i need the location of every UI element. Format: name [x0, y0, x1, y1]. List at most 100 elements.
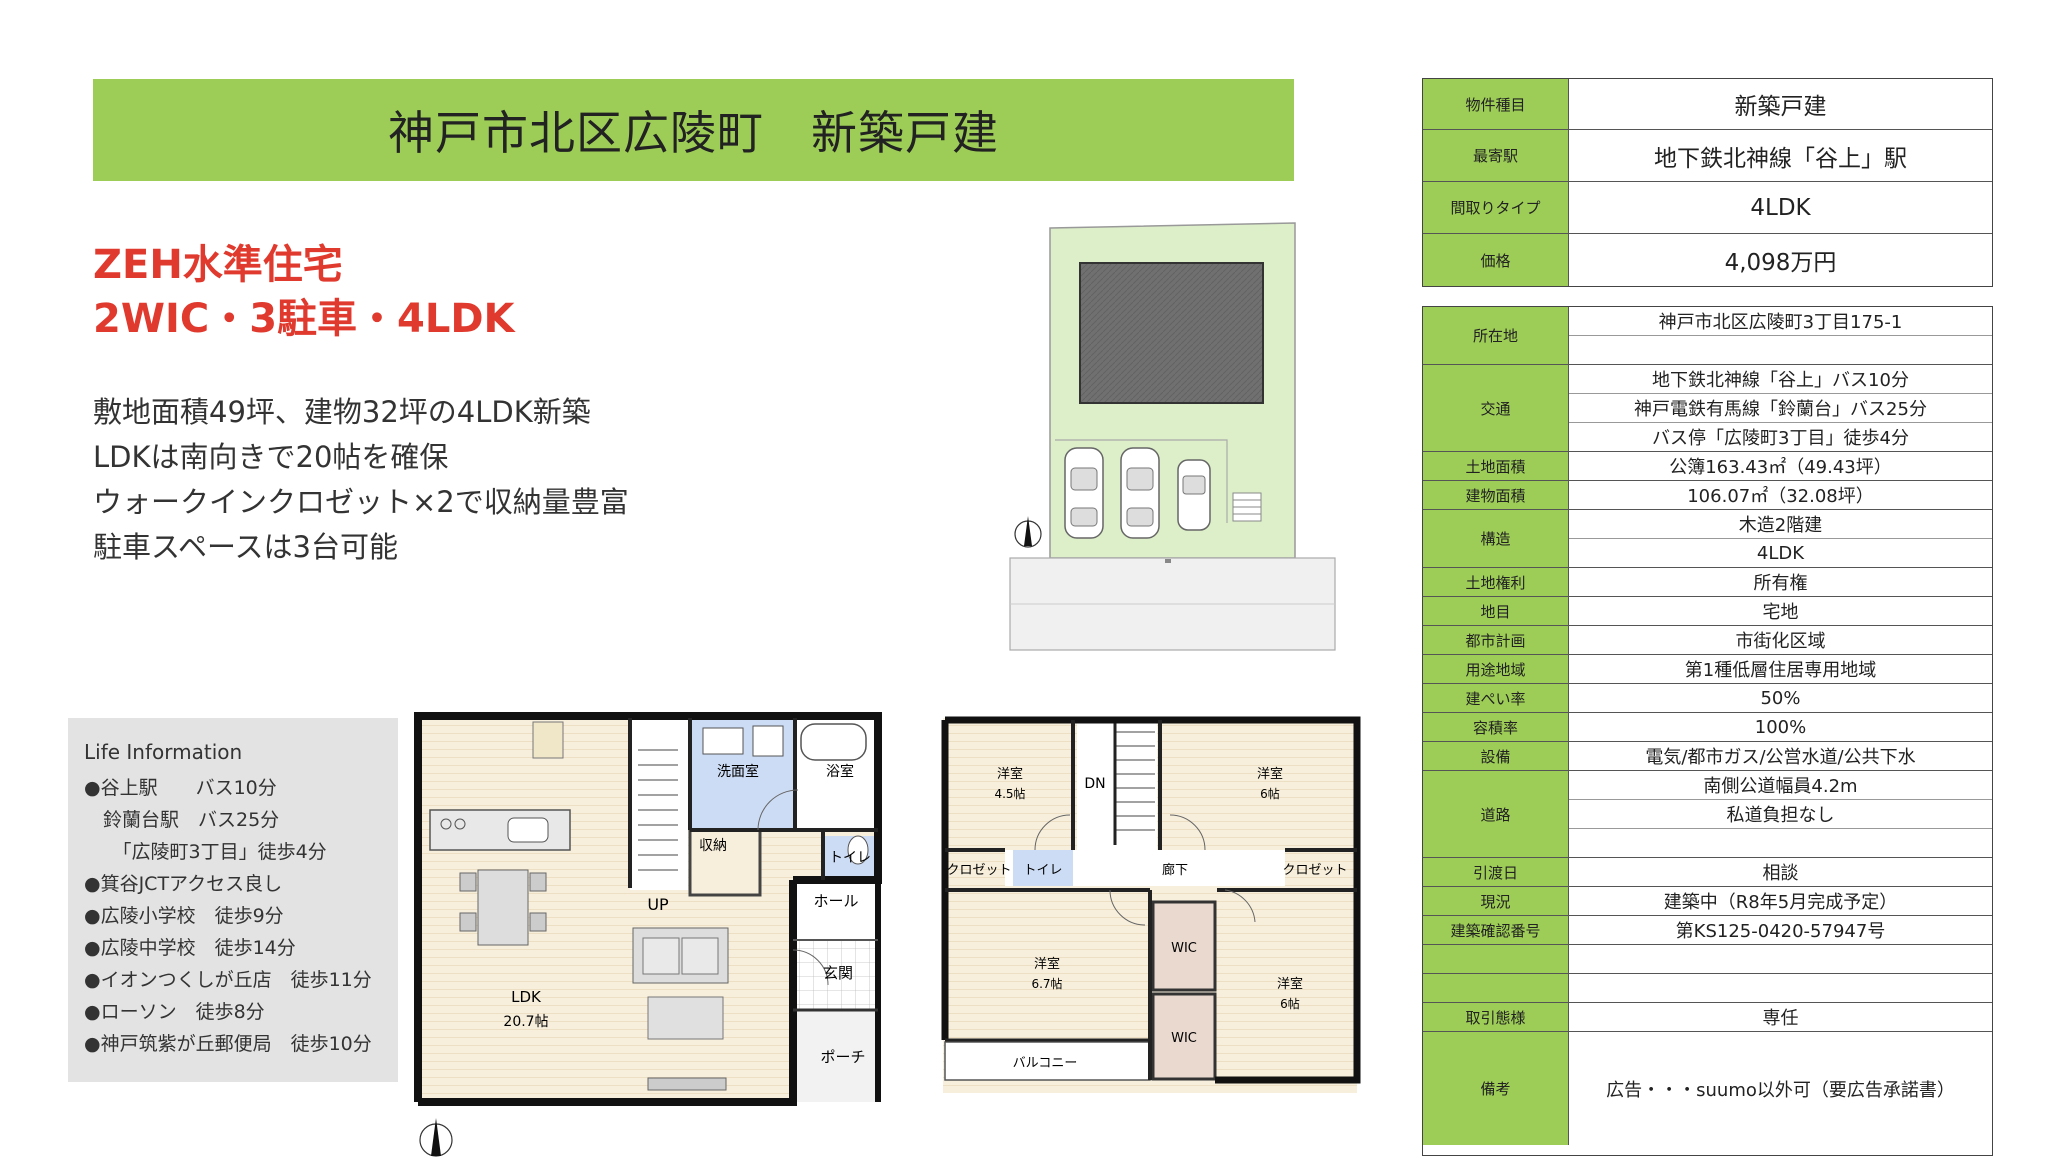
table-row: 建築確認番号第KS125-0420-57947号	[1423, 916, 1992, 945]
table-row: 土地権利 所有権	[1423, 568, 1992, 597]
table-value-line: バス停「広陵町3丁目」徒歩4分	[1652, 428, 1909, 449]
table-row: 現況建築中（R8年5月完成予定）	[1423, 887, 1992, 916]
table-row: 交通地下鉄北神線「谷上」バス10分神戸電鉄有馬線「鈴蘭台」バス25分バス停「広陵…	[1423, 365, 1992, 452]
kitchen-counter	[429, 809, 571, 851]
room-label-room3: 洋室	[1034, 956, 1060, 972]
table-row: 容積率 100%	[1423, 713, 1992, 742]
table-label: 間取りタイプ	[1423, 182, 1569, 233]
coffee-table	[647, 996, 724, 1040]
table-label: 地目	[1423, 597, 1569, 625]
table-value: 建築中（R8年5月完成予定）	[1569, 887, 1992, 915]
table-label: 最寄駅	[1423, 130, 1569, 181]
room-label-closet1: クロゼット	[946, 863, 1011, 878]
table-value-line: 106.07㎡（32.08坪）	[1687, 486, 1874, 507]
table-label: 物件種目	[1423, 79, 1569, 129]
table-value-line: 神戸電鉄有馬線「鈴蘭台」バス25分	[1569, 394, 1992, 423]
room-label-entrance: 玄関	[823, 964, 853, 982]
list-item: ●谷上駅 バス10分	[84, 777, 277, 799]
table-value-line	[1569, 336, 1992, 364]
list-item: ●イオンつくしが丘店 徒歩11分	[84, 969, 372, 991]
table-value-line: 広告・・・suumo以外可（要広告承諾書）	[1606, 1079, 1955, 1101]
table-label: 用途地域	[1423, 655, 1569, 683]
table-value-line: 神戸市北区広陵町3丁目175-1	[1569, 307, 1992, 336]
table-value: 第KS125-0420-57947号	[1569, 916, 1992, 944]
table-value-line: 私道負担なし	[1569, 800, 1992, 829]
room-size-room3: 6.7帖	[1031, 976, 1062, 991]
table-row: 最寄駅 地下鉄北神線「谷上」駅	[1423, 130, 1992, 182]
room-label-room2: 洋室	[1257, 766, 1283, 782]
table-label	[1423, 974, 1569, 1002]
table-value-line: 100%	[1754, 716, 1807, 738]
table-value: 神戸市北区広陵町3丁目175-1	[1569, 307, 1992, 364]
table-label	[1423, 945, 1569, 973]
bathtub	[800, 723, 867, 761]
table-label: 備考	[1423, 1032, 1569, 1145]
summary-table: 物件種目 新築戸建 最寄駅 地下鉄北神線「谷上」駅 間取りタイプ 4LDK 価格…	[1422, 78, 1993, 287]
stairs-down-label: DN	[1084, 776, 1105, 792]
steps-icon	[1232, 492, 1262, 522]
list-item: ●広陵中学校 徒歩14分	[84, 937, 296, 959]
table-row: 物件種目 新築戸建	[1423, 79, 1992, 130]
table-row: 都市計画 市街化区域	[1423, 626, 1992, 655]
room-size-room1: 4.5帖	[994, 786, 1025, 801]
table-row: 土地面積公簿163.43㎡（49.43坪）	[1423, 452, 1992, 481]
table-label: 建ぺい率	[1423, 684, 1569, 712]
table-value: 所有権	[1569, 568, 1992, 596]
tv-board	[647, 1077, 727, 1091]
table-label: 建物面積	[1423, 481, 1569, 509]
table-row: 引渡日相談	[1423, 858, 1992, 887]
dining-table	[477, 869, 529, 946]
table-value: 地下鉄北神線「谷上」バス10分神戸電鉄有馬線「鈴蘭台」バス25分バス停「広陵町3…	[1569, 365, 1992, 451]
table-value: 公簿163.43㎡（49.43坪）	[1569, 452, 1992, 480]
description-line: 駐車スペースは3台可能	[93, 530, 398, 564]
table-label: 都市計画	[1423, 626, 1569, 654]
stairs-up-label: UP	[647, 895, 669, 914]
table-value: 新築戸建	[1734, 94, 1827, 120]
life-information: Life Information ●谷上駅 バス10分 鈴蘭台駅 バス25分 「…	[68, 718, 398, 1082]
description-line: 敷地面積49坪、建物32坪の4LDK新築	[93, 395, 591, 429]
table-value: 広告・・・suumo以外可（要広告承諾書）	[1569, 1032, 1992, 1145]
room-label-corridor: 廊下	[1162, 862, 1188, 878]
site-plan	[1009, 222, 1336, 651]
table-row: 設備電気/都市ガス/公営水道/公共下水	[1423, 742, 1992, 771]
table-value	[1569, 974, 1992, 1002]
table-value-line: 市街化区域	[1735, 631, 1826, 652]
table-value-line	[1569, 829, 1992, 857]
table-value: 宅地	[1569, 597, 1992, 625]
room-size-room2: 6帖	[1260, 786, 1280, 801]
table-label: 道路	[1423, 771, 1569, 857]
table-value-line: 相談	[1762, 863, 1799, 884]
description-line: LDKは南向きで20帖を確保	[93, 440, 449, 474]
table-value: 第1種低層住居専用地域	[1569, 655, 1992, 683]
table-value-line: 第1種低層住居専用地域	[1684, 660, 1877, 681]
table-label: 容積率	[1423, 713, 1569, 741]
room-size-ldk: 20.7帖	[503, 1014, 548, 1030]
room-label-balcony: バルコニー	[1013, 1056, 1078, 1071]
table-value-line: 建築中（R8年5月完成予定）	[1663, 892, 1898, 913]
room-label-toilet: トイレ	[829, 850, 871, 866]
table-value-line: 公簿163.43㎡（49.43坪）	[1669, 457, 1892, 478]
table-label: 所在地	[1423, 307, 1569, 364]
life-information-list: ●谷上駅 バス10分 鈴蘭台駅 バス25分 「広陵町3丁目」徒歩4分 ●箕谷JC…	[84, 772, 372, 1060]
car-icon	[1120, 447, 1160, 539]
table-value: 4,098万円	[1724, 250, 1837, 276]
table-value-line: 第KS125-0420-57947号	[1675, 921, 1886, 942]
detail-table: 所在地神戸市北区広陵町3丁目175-1 交通地下鉄北神線「谷上」バス10分神戸電鉄…	[1422, 306, 1993, 1156]
room-label-room1: 洋室	[997, 766, 1023, 782]
room-label-closet2: クロゼット	[1282, 863, 1347, 878]
list-item: ●箕谷JCTアクセス良し	[84, 873, 283, 895]
table-value-line: 4LDK	[1756, 542, 1805, 564]
room-label-storage: 収納	[699, 838, 727, 854]
table-row: 取引態様専任	[1423, 1003, 1992, 1032]
room-label-toilet-2f: トイレ	[1023, 863, 1062, 878]
table-label: 土地権利	[1423, 568, 1569, 596]
table-value: 電気/都市ガス/公営水道/公共下水	[1569, 742, 1992, 770]
room-label-wic1: WIC	[1171, 941, 1197, 956]
table-value-line: 所有権	[1753, 573, 1808, 594]
room-label-room4: 洋室	[1277, 976, 1303, 992]
